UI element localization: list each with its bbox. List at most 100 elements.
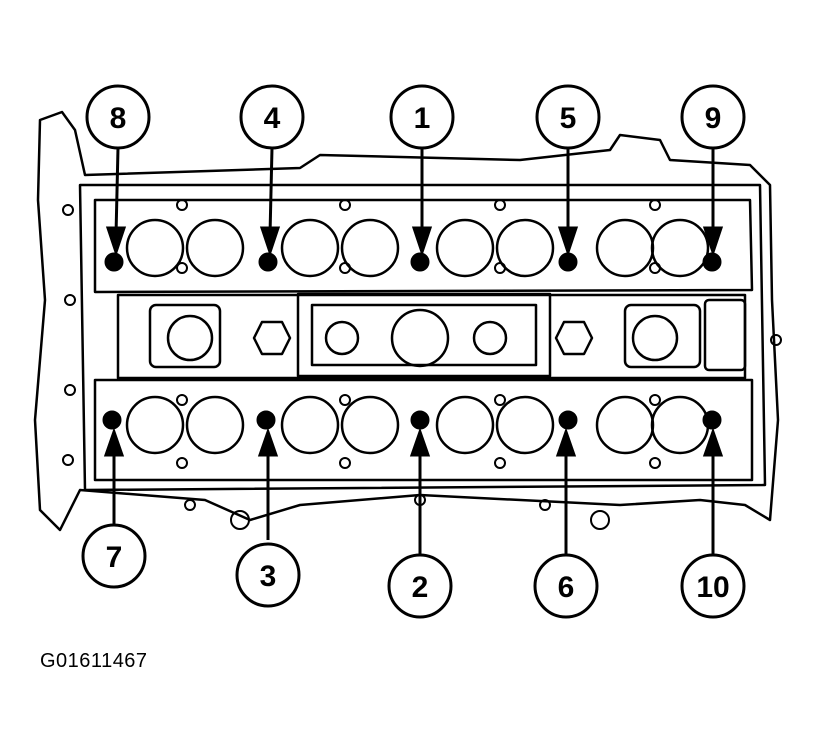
- valve-bore: [125, 395, 185, 455]
- valve-bore: [125, 218, 185, 278]
- callout-circle-9: [680, 84, 746, 150]
- boss: [649, 262, 661, 274]
- callout-label-2: 2: [412, 571, 429, 604]
- figure-id-caption: G01611467: [40, 650, 148, 672]
- valve-bore: [650, 395, 710, 455]
- arrowhead-8: [105, 226, 127, 257]
- head-bolt-4: [258, 252, 278, 272]
- plate-bolt-left: [324, 320, 360, 356]
- callout-circle-1: [389, 84, 455, 150]
- head-bolt-1: [410, 252, 430, 272]
- arrowhead-10: [702, 427, 724, 457]
- boss: [494, 457, 506, 469]
- leader-8: [114, 147, 120, 236]
- valve-bore: [340, 218, 400, 278]
- callout-circle-2: [387, 553, 453, 619]
- edge-boss: [590, 510, 610, 530]
- boss: [494, 199, 506, 211]
- callout-label-4: 4: [264, 102, 281, 135]
- boss: [494, 262, 506, 274]
- arrowhead-4: [259, 226, 281, 257]
- gallery-plug-left: [166, 314, 214, 362]
- gallery-pocket-right: [623, 303, 702, 369]
- callout-circle-3: [235, 542, 301, 608]
- boss: [649, 394, 661, 406]
- edge-boss: [64, 384, 76, 396]
- callout-label-5: 5: [560, 102, 577, 135]
- callout-label-1: 1: [414, 102, 431, 135]
- callout-label-10: 10: [696, 571, 729, 604]
- callout-circle-10: [680, 553, 746, 619]
- arrowhead-5: [557, 226, 579, 257]
- callout-circle-4: [239, 84, 305, 150]
- boss: [176, 262, 188, 274]
- gallery-end-block: [703, 298, 747, 372]
- boss: [176, 394, 188, 406]
- callout-label-6: 6: [558, 571, 575, 604]
- gallery-pocket-left: [148, 303, 222, 369]
- gallery-hex-right: [554, 320, 594, 356]
- boss: [649, 457, 661, 469]
- arrowhead-2: [409, 427, 431, 457]
- valve-bore: [435, 218, 495, 278]
- head-bolt-10: [702, 410, 722, 430]
- boss: [339, 394, 351, 406]
- edge-boss: [64, 294, 76, 306]
- valve-bore: [595, 395, 655, 455]
- boss: [494, 394, 506, 406]
- leader-4: [268, 147, 274, 236]
- valve-bore: [280, 218, 340, 278]
- arrowhead-6: [555, 427, 577, 457]
- head-bolt-9: [702, 252, 722, 272]
- valve-bore: [340, 395, 400, 455]
- plate-boss-center: [390, 308, 450, 368]
- valve-bore: [495, 218, 555, 278]
- boss: [649, 199, 661, 211]
- head-bolt-2: [410, 410, 430, 430]
- boss: [339, 262, 351, 274]
- lower-cam-row: [93, 378, 754, 482]
- callout-circle-8: [85, 84, 151, 150]
- boss: [176, 199, 188, 211]
- arrowhead-1: [411, 226, 433, 257]
- valve-bore: [280, 395, 340, 455]
- valve-bore: [650, 218, 710, 278]
- cylinder-head-outline: [33, 110, 780, 532]
- head-bolt-8: [104, 252, 124, 272]
- plate-bolt-right: [472, 320, 508, 356]
- arrowhead-3: [257, 427, 279, 457]
- callout-label-9: 9: [705, 102, 722, 135]
- head-bolt-7: [102, 410, 122, 430]
- callout-label-3: 3: [260, 560, 277, 593]
- arrowhead-9: [702, 226, 724, 257]
- callout-label-8: 8: [110, 102, 127, 135]
- callout-circle-5: [535, 84, 601, 150]
- valve-bore: [435, 395, 495, 455]
- head-bolt-3: [256, 410, 276, 430]
- valve-bore: [185, 218, 245, 278]
- head-bolt-6: [558, 410, 578, 430]
- edge-boss: [62, 204, 74, 216]
- boss: [176, 457, 188, 469]
- valve-bore: [595, 218, 655, 278]
- gallery-hex-left: [252, 320, 292, 356]
- center-plate: [296, 292, 552, 378]
- valve-bore: [185, 395, 245, 455]
- edge-boss: [539, 499, 551, 511]
- boss: [339, 199, 351, 211]
- arrowhead-7: [103, 427, 125, 457]
- boss: [339, 457, 351, 469]
- valve-bore: [495, 395, 555, 455]
- upper-cam-row: [93, 198, 754, 294]
- edge-boss: [184, 499, 196, 511]
- callout-circle-6: [533, 553, 599, 619]
- center-plate-inner: [310, 303, 538, 367]
- edge-boss: [62, 454, 74, 466]
- edge-boss: [230, 510, 250, 530]
- callout-label-7: 7: [106, 541, 123, 574]
- edge-boss: [770, 334, 782, 346]
- cam-cover-rim: [78, 183, 767, 492]
- callout-circle-7: [81, 523, 147, 589]
- gallery-plug-right: [631, 314, 679, 362]
